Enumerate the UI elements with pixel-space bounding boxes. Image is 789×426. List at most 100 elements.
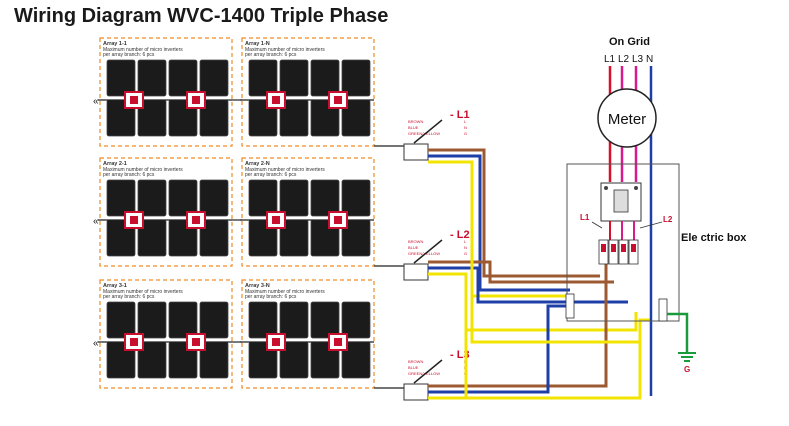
wire-color-label: BROWN <box>408 359 423 364</box>
l3-yellow-wire <box>428 318 652 400</box>
wire-color-label: GREEN/YELLOW <box>408 131 440 136</box>
array-boundary <box>241 279 375 389</box>
array-note: per array branch: 6 pcs <box>245 52 297 58</box>
grid-line-labels: L1 L2 L3 N <box>604 54 653 65</box>
micro-inverter-core <box>334 338 342 346</box>
array-note: per array branch: 6 pcs <box>245 172 297 178</box>
micro-inverter-core <box>272 216 280 224</box>
sub-breaker-toggle <box>631 244 636 252</box>
array-title: Array 3-N <box>245 283 270 289</box>
solar-panel-icon <box>248 59 278 97</box>
solar-panel-icon <box>310 301 340 339</box>
breaker-right-pointer <box>639 221 663 229</box>
yellow-bus-2 <box>470 162 640 344</box>
solar-panel-icon <box>248 179 278 217</box>
micro-inverter-core <box>192 338 200 346</box>
solar-panel-icon <box>248 301 278 339</box>
wire-mark-label: G <box>464 131 467 136</box>
array-note: Maximum number of micro inverters <box>103 47 183 53</box>
solar-panel-icon <box>137 59 167 97</box>
array-note: Maximum number of micro inverters <box>103 289 183 295</box>
breaker-right-label: L2 <box>663 215 673 224</box>
wire-color-label: GREEN/YELLOW <box>408 371 440 376</box>
solar-panel-icon <box>279 179 309 217</box>
wire-mark-label: N <box>464 125 467 130</box>
sub-breaker-toggle <box>611 244 616 252</box>
grid-line-l3: L3 <box>632 54 644 65</box>
meter-label: Meter <box>608 111 646 128</box>
array-note: per array branch: 6 pcs <box>103 172 155 178</box>
solar-panel-icon <box>106 179 136 217</box>
array-boundary <box>99 37 233 147</box>
wire-mark-label: G <box>464 251 467 256</box>
junction-box <box>403 263 429 281</box>
solar-panel-icon <box>341 301 371 339</box>
micro-inverter-core <box>272 96 280 104</box>
grid-line-n: N <box>646 54 653 65</box>
solar-panel-icon <box>279 301 309 339</box>
solar-panel-icon <box>106 301 136 339</box>
solar-panel-icon <box>279 59 309 97</box>
solar-panel-icon <box>106 59 136 97</box>
sub-breaker-toggle <box>601 244 606 252</box>
micro-inverter-core <box>192 216 200 224</box>
phase-pointer-arrow <box>413 119 443 144</box>
solar-panel-icon <box>168 179 198 217</box>
solar-panel-icon <box>310 179 340 217</box>
l2-blue-wire <box>428 266 628 304</box>
micro-inverter-core <box>192 96 200 104</box>
bus-end-arrow-icon: « <box>93 338 99 349</box>
grid-line-l2: L2 <box>618 54 630 65</box>
phase-pointer-arrow <box>413 239 443 264</box>
on-grid-label: On Grid <box>609 36 650 48</box>
solar-panel-icon <box>199 59 229 97</box>
array-boundary <box>241 157 375 267</box>
solar-panel-icon <box>341 179 371 217</box>
solar-panel-icon <box>168 59 198 97</box>
breaker-left-label: L1 <box>580 213 590 222</box>
micro-inverter-core <box>130 338 138 346</box>
l1-brown-wire <box>428 148 600 278</box>
array-note: per array branch: 6 pcs <box>245 294 297 300</box>
array-note: Maximum number of micro inverters <box>103 167 183 173</box>
array-note: per array branch: 6 pcs <box>103 52 155 58</box>
micro-inverter-core <box>130 216 138 224</box>
array-note: Maximum number of micro inverters <box>245 289 325 295</box>
wire-mark-label: L <box>464 119 467 124</box>
bus-end-arrow-icon: « <box>93 96 99 107</box>
breaker-left-pointer <box>591 221 603 229</box>
phase-label: - L1 <box>450 109 470 121</box>
l3-brown-wire <box>428 252 608 388</box>
phase-pointer-arrow <box>413 359 443 384</box>
micro-inverter-core <box>130 96 138 104</box>
wire-color-label: BLUE <box>408 245 419 250</box>
wire-color-label: BLUE <box>408 125 419 130</box>
l2-brown-wire <box>428 260 614 284</box>
array-boundary <box>241 37 375 147</box>
wire-color-label: BLUE <box>408 365 419 370</box>
junction-box <box>403 383 429 401</box>
ground-wire <box>667 312 689 352</box>
meter-icon <box>597 88 657 148</box>
solar-panel-icon <box>341 59 371 97</box>
array-title: Array 1-1 <box>103 41 127 47</box>
grid-line-l1: L1 <box>604 54 616 65</box>
breaker-screw <box>634 186 638 190</box>
solar-panel-icon <box>137 179 167 217</box>
solar-panel-icon <box>199 301 229 339</box>
array-note: per array branch: 6 pcs <box>103 294 155 300</box>
array-title: Array 1-N <box>245 41 270 47</box>
ground-terminal-block <box>658 298 668 322</box>
electric-box-label: Ele ctric box <box>681 232 747 244</box>
sub-breakers <box>598 239 639 265</box>
breaker-handle <box>613 189 629 213</box>
ground-label: G <box>684 365 690 374</box>
electric-box <box>566 163 680 322</box>
wire-mark-label: L <box>464 239 467 244</box>
array-note: Maximum number of micro inverters <box>245 47 325 53</box>
array-title: Array 3-1 <box>103 283 127 289</box>
